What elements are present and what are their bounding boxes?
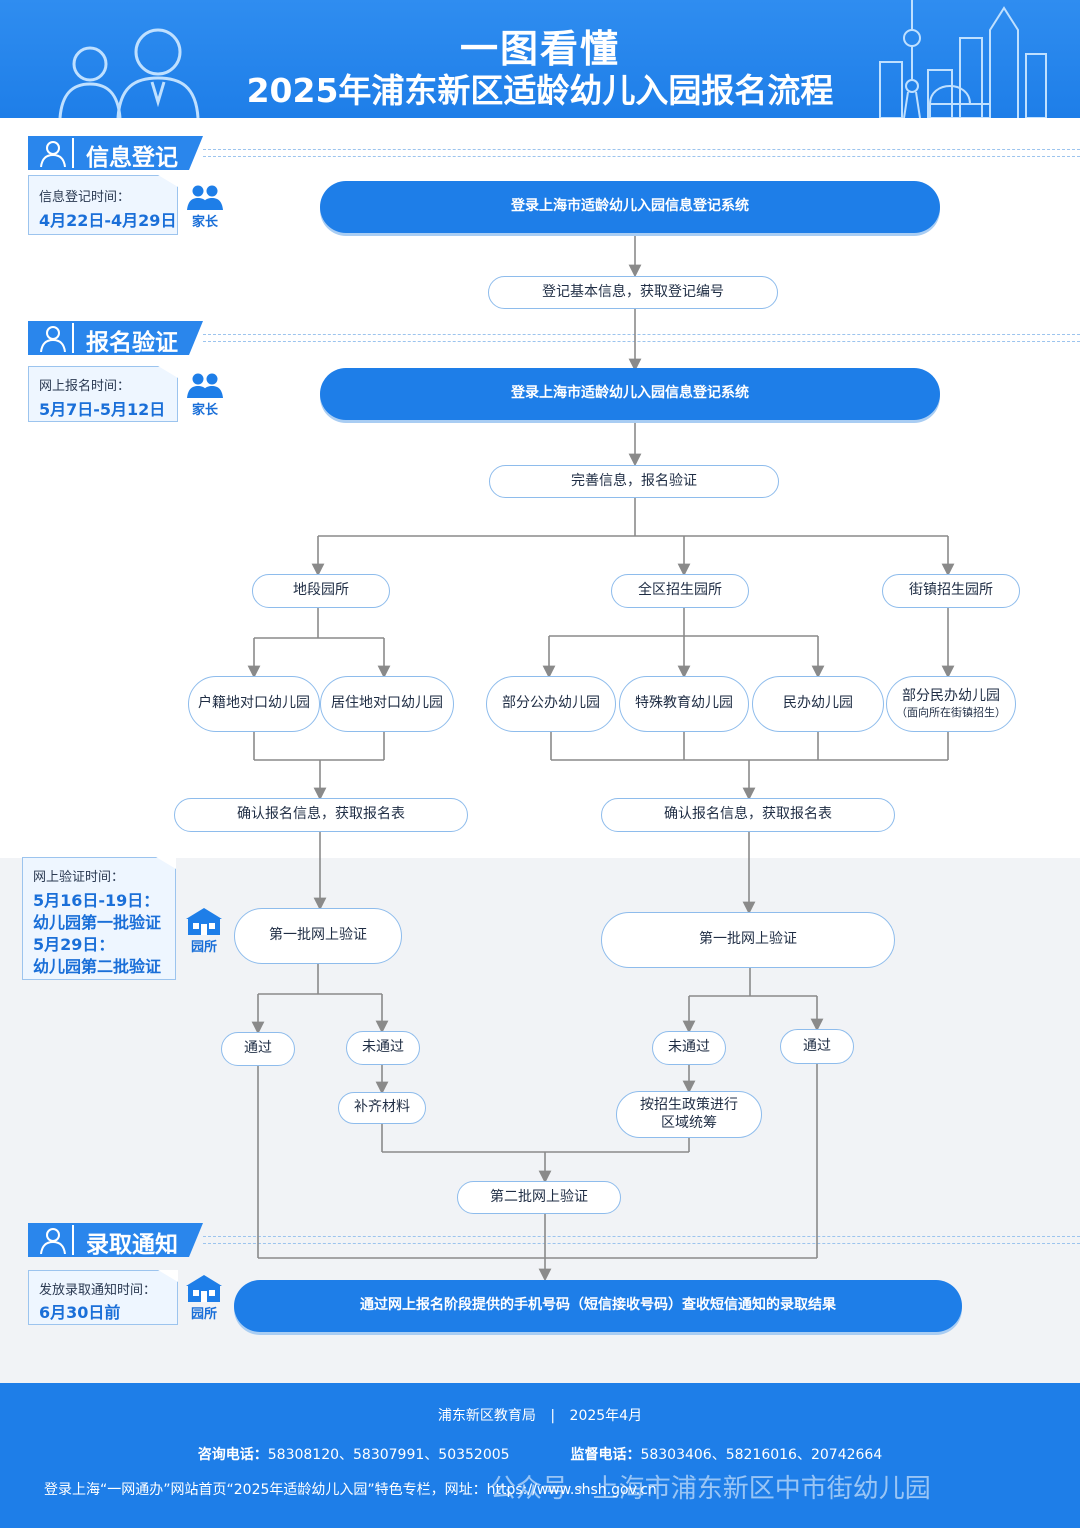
section-title-apply: 报名验证 xyxy=(86,330,178,356)
flow-node-pass-right: 通过 xyxy=(780,1029,854,1064)
node-note: （面向所在街镇招生） xyxy=(896,705,1006,719)
card-value: 5月16日-19日： xyxy=(33,891,160,910)
card-label: 网上报名时间： xyxy=(39,379,131,394)
parents-icon xyxy=(187,373,223,398)
section-divider xyxy=(203,334,1080,342)
node-label: 区域统筹 xyxy=(661,1114,717,1131)
card-value: 5月7日-5月12日 xyxy=(39,400,166,419)
page-footer xyxy=(0,1383,1080,1528)
flow-node-confirm-left: 确认报名信息，获取报名表 xyxy=(174,798,468,832)
watermark: 公众号 · 上海市浦东新区中市街幼儿园 xyxy=(490,1474,931,1504)
flow-node-basic-info: 登记基本信息，获取登记编号 xyxy=(488,276,778,309)
flow-node-final-result: 通过网上报名阶段提供的手机号码（短信接收号码）查收短信通知的录取结果 xyxy=(234,1280,962,1332)
person-icon xyxy=(32,323,74,353)
card-value: 5月29日： xyxy=(33,935,115,954)
role-label: 园所 xyxy=(190,940,217,955)
footer-date: 2025年4月 xyxy=(569,1408,643,1424)
info-card-verify: 网上验证时间： 5月16日-19日： 幼儿园第一批验证 5月29日： 幼儿园第二… xyxy=(22,857,176,980)
flow-node-login-register: 登录上海市适龄幼儿入园信息登记系统 xyxy=(320,181,940,233)
consult-numbers: 58308120、58307991、50352005 xyxy=(267,1447,510,1463)
people-illustration-icon xyxy=(58,28,200,118)
flow-node-huji: 户籍地对口幼儿园 xyxy=(188,676,320,732)
section-banner-admit: 录取通知 xyxy=(28,1223,203,1258)
footer-org-line: 浦东新区教育局 | 2025年4月 xyxy=(0,1405,1080,1425)
flow-node-verify1-left: 第一批网上验证 xyxy=(234,908,402,964)
section-divider xyxy=(203,1236,1080,1244)
flow-node-fail-left: 未通过 xyxy=(346,1031,420,1065)
role-parent: 家长 xyxy=(181,372,229,418)
consult-label: 咨询电话： xyxy=(197,1447,268,1463)
card-label: 信息登记时间： xyxy=(39,190,131,205)
info-card-register: 信息登记时间： 4月22日-4月29日 xyxy=(28,175,178,235)
flow-node-juzhu: 居住地对口幼儿园 xyxy=(320,676,454,732)
person-icon xyxy=(32,138,74,168)
card-label: 发放录取通知时间： xyxy=(39,1283,157,1298)
page-title: 一图看懂 xyxy=(459,27,620,71)
flow-node-private-part: 部分民办幼儿园 （面向所在街镇招生） xyxy=(886,676,1016,732)
school-building-icon xyxy=(186,908,222,935)
flow-node-all-area: 全区招生园所 xyxy=(611,574,749,608)
flow-node-complete-info: 完善信息，报名验证 xyxy=(489,465,779,498)
role-label: 家长 xyxy=(191,403,218,418)
city-skyline-icon xyxy=(879,0,1047,118)
footer-org: 浦东新区教育局 xyxy=(437,1408,536,1424)
flow-node-verify1-right: 第一批网上验证 xyxy=(601,912,895,968)
supervise-numbers: 58303406、58216016、20742664 xyxy=(640,1447,883,1463)
parents-icon xyxy=(187,185,223,210)
card-value: 6月30日前 xyxy=(39,1303,121,1322)
flow-node-login-apply: 登录上海市适龄幼儿入园信息登记系统 xyxy=(320,368,940,420)
supervise-label: 监督电话： xyxy=(570,1447,641,1463)
flow-node-district: 地段园所 xyxy=(252,574,390,608)
footer-separator: | xyxy=(550,1408,556,1424)
person-icon xyxy=(32,1225,74,1255)
role-label: 家长 xyxy=(191,215,218,230)
role-parent: 家长 xyxy=(181,184,229,230)
flow-node-fail-right: 未通过 xyxy=(652,1031,726,1065)
flow-node-special: 特殊教育幼儿园 xyxy=(619,676,749,732)
card-value: 4月22日-4月29日 xyxy=(39,211,177,230)
page-header: 一图看懂 2025年浦东新区适龄幼儿入园报名流程 xyxy=(0,0,1080,118)
flow-node-coordinate: 按招生政策进行 区域统筹 xyxy=(616,1091,762,1138)
flow-node-private: 民办幼儿园 xyxy=(752,676,884,732)
school-building-icon xyxy=(186,1275,222,1302)
flow-node-supplement: 补齐材料 xyxy=(338,1092,426,1124)
flow-node-public-part: 部分公办幼儿园 xyxy=(486,676,616,732)
info-card-admit: 发放录取通知时间： 6月30日前 xyxy=(28,1270,178,1325)
role-label: 园所 xyxy=(190,1307,217,1322)
node-label: 部分民办幼儿园 xyxy=(902,688,1000,705)
section-banner-apply: 报名验证 xyxy=(28,321,203,356)
flow-node-verify2: 第二批网上验证 xyxy=(457,1181,621,1214)
card-value: 幼儿园第一批验证 xyxy=(33,913,162,932)
flow-node-pass-left: 通过 xyxy=(221,1032,295,1066)
role-kindergarten: 园所 xyxy=(180,907,228,955)
info-card-apply: 网上报名时间： 5月7日-5月12日 xyxy=(28,366,178,422)
section-divider xyxy=(203,149,1080,157)
section-banner-register: 信息登记 xyxy=(28,136,203,171)
section-title-register: 信息登记 xyxy=(86,145,178,171)
flow-node-confirm-right: 确认报名信息，获取报名表 xyxy=(601,798,895,832)
page-subtitle: 2025年浦东新区适龄幼儿入园报名流程 xyxy=(246,71,834,110)
flow-node-street: 街镇招生园所 xyxy=(882,574,1020,608)
footer-phones: 咨询电话：58308120、58307991、50352005 监督电话：583… xyxy=(0,1444,1080,1464)
node-label: 按招生政策进行 xyxy=(640,1097,738,1113)
role-kindergarten: 园所 xyxy=(180,1274,228,1322)
section-title-admit: 录取通知 xyxy=(86,1232,178,1258)
card-value: 幼儿园第二批验证 xyxy=(33,957,162,976)
card-label: 网上验证时间： xyxy=(33,870,125,885)
footer-note: 登录上海“一网通办”网站首页“2025年适龄幼儿入园”特色专栏，网址：https… xyxy=(44,1482,657,1498)
flow-connectors xyxy=(247,233,955,1282)
